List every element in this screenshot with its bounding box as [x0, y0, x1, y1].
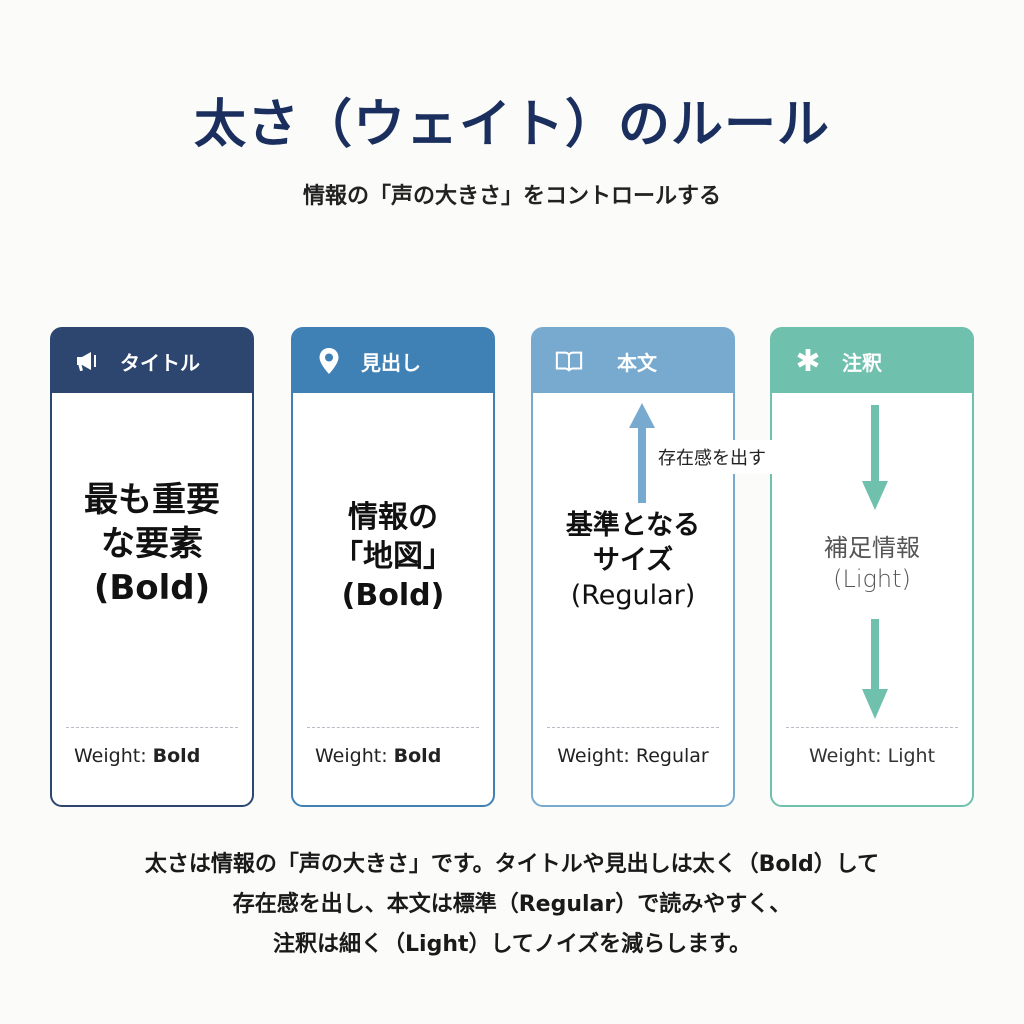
description-line: (Light)	[833, 565, 911, 594]
footer-line: 太さは情報の「声の大きさ」です。タイトルや見出しは太く（Bold）して	[144, 852, 880, 877]
description-line: (Regular)	[570, 580, 696, 612]
page-subtitle: 情報の「声の大きさ」をコントロールする	[302, 184, 721, 209]
description-line: サイズ	[592, 545, 674, 577]
card-label: 見出し	[361, 350, 421, 375]
description-line: (Bold)	[93, 568, 211, 609]
card-header-body: 本文	[533, 329, 733, 393]
card-label: 注釈	[842, 350, 882, 375]
footer-description: 太さは情報の「声の大きさ」です。タイトルや見出しは太く（Bold）して 存在感を…	[0, 845, 1024, 965]
description-line: 「地図」	[333, 539, 453, 574]
weight-label: Weight: Light	[808, 745, 936, 767]
page-title: 太さ（ウェイト）のルール	[193, 95, 830, 155]
card-description: 補足情報 (Light)	[772, 533, 972, 595]
card-body: 本文 基準となる サイズ (Regular) Weight: Regular	[531, 327, 735, 807]
card-description: 基準となる サイズ (Regular)	[533, 508, 733, 613]
arrow-label: 存在感を出す	[652, 440, 772, 474]
arrow-down-icon	[860, 405, 890, 510]
description-line: (Bold)	[341, 578, 445, 613]
megaphone-icon	[74, 347, 102, 375]
description-line: 基準となる	[565, 510, 701, 541]
book-icon	[555, 347, 583, 375]
description-line: 補足情報	[824, 534, 920, 562]
card-title: タイトル 最も重要 な要素 (Bold) Weight: Bold	[50, 327, 254, 807]
dashed-divider	[307, 727, 479, 728]
footer-line: 存在感を出し、本文は標準（Regular）で読みやすく、	[232, 892, 792, 917]
footer-line: 注釈は細く（Light）してノイズを減らします。	[273, 932, 751, 957]
description-line: な要素	[101, 524, 203, 565]
card-label: タイトル	[120, 350, 200, 375]
card-header-heading: 見出し	[293, 329, 493, 393]
weight-label: Weight: Bold	[74, 745, 201, 767]
arrow-down-icon	[860, 619, 890, 719]
description-line: 最も重要	[84, 480, 220, 520]
asterisk-icon: ✱	[795, 343, 821, 379]
card-description: 最も重要 な要素 (Bold)	[52, 478, 252, 611]
card-note: ✱ 注釈 補足情報 (Light) Weight: Light	[770, 327, 974, 807]
map-pin-icon	[315, 347, 343, 375]
card-description: 情報の 「地図」 (Bold)	[293, 498, 493, 615]
arrow-up-icon	[627, 403, 657, 503]
weight-label: Weight: Bold	[315, 745, 442, 767]
card-heading: 見出し 情報の 「地図」 (Bold) Weight: Bold	[291, 327, 495, 807]
card-header-title: タイトル	[52, 329, 252, 393]
dashed-divider	[66, 727, 238, 728]
dashed-divider	[547, 727, 719, 728]
dashed-divider	[786, 727, 958, 728]
card-label: 本文	[617, 350, 657, 375]
card-header-note: ✱ 注釈	[772, 329, 972, 393]
description-line: 情報の	[348, 500, 438, 535]
weight-label: Weight: Regular	[557, 745, 709, 767]
